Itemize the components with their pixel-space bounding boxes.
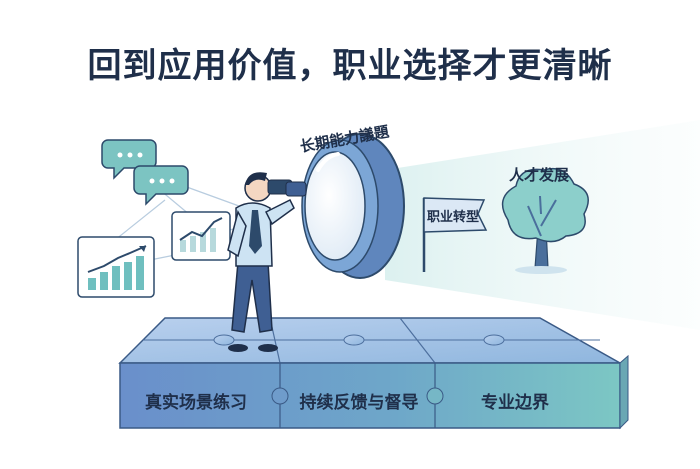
line-chart-icon bbox=[171, 211, 231, 261]
binoculars-icon bbox=[267, 179, 307, 197]
magnifier-icon bbox=[301, 133, 405, 279]
block-professional-boundary: 专业边界 bbox=[481, 392, 549, 413]
block-real-scenario-practice: 真实场景练习 bbox=[145, 392, 247, 413]
person-with-binoculars bbox=[227, 172, 295, 352]
chat-bubble-icon bbox=[101, 139, 157, 180]
block-continuous-feedback: 持续反馈与督导 bbox=[299, 392, 419, 413]
label-career-transition: 职业转型 bbox=[427, 210, 480, 225]
tree-icon bbox=[501, 167, 589, 274]
bar-chart-icon bbox=[77, 236, 155, 298]
page-title: 回到应用价值，职业选择才更清晰 bbox=[87, 46, 613, 86]
label-talent-development: 人才发展 bbox=[509, 166, 570, 184]
chat-bubble-icon bbox=[133, 165, 189, 206]
flag-icon bbox=[422, 197, 488, 272]
